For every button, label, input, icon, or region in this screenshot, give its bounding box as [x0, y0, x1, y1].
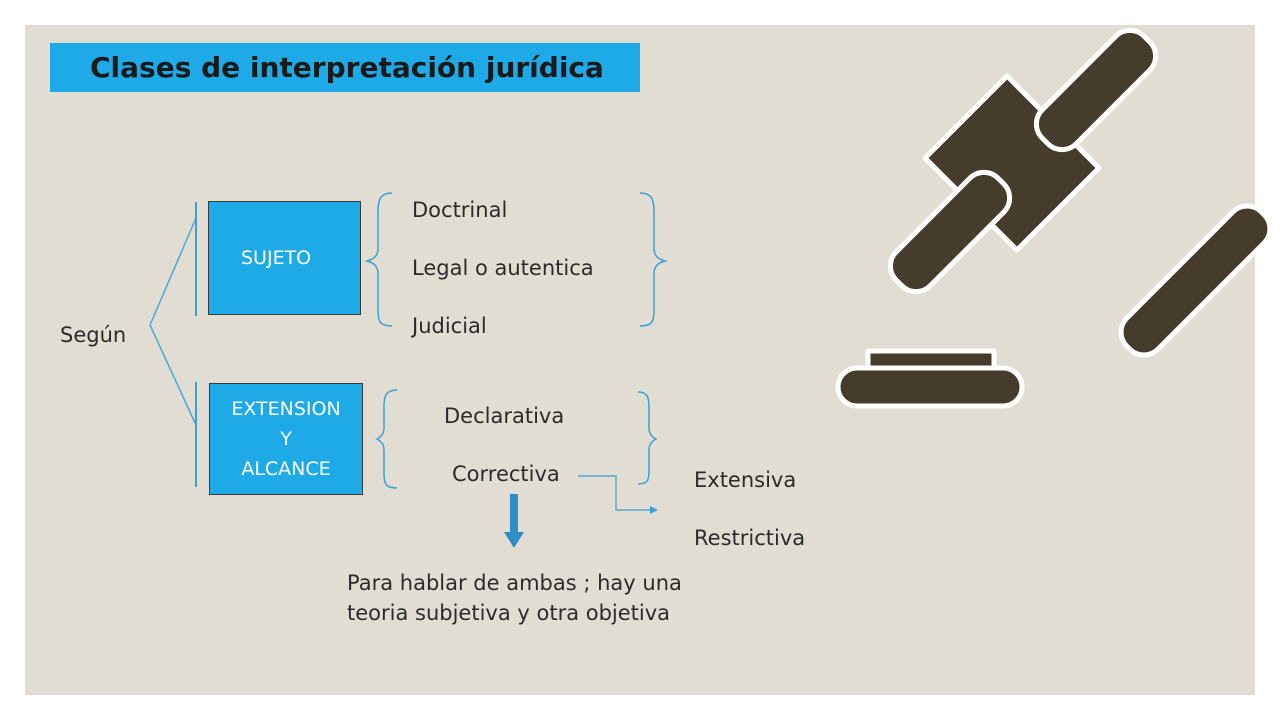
gavel-cap-lower — [887, 169, 1013, 295]
sujeto-right-brace — [639, 192, 668, 327]
extension-box-line: ALCANCE — [241, 458, 331, 480]
item-declarativa: Declarativa — [444, 404, 565, 428]
item-judicial: Judicial — [412, 314, 487, 338]
correctiva-connector — [578, 475, 650, 511]
connector-arrowhead — [650, 506, 658, 514]
down-arrow-shaft — [510, 494, 518, 532]
gavel-base-plate — [835, 365, 1025, 409]
item-doctrinal: Doctrinal — [412, 198, 508, 222]
gavel-handle — [1118, 203, 1273, 358]
extension-right-brace — [637, 391, 658, 485]
branch-extensiva: Extensiva — [694, 468, 797, 492]
gavel-cap-upper — [1033, 27, 1159, 153]
extension-box-line: Y — [280, 428, 292, 450]
fork-line-upper — [149, 217, 197, 326]
extension-left-brace — [375, 389, 398, 489]
slide-title: Clases de interpretación jurídica — [90, 51, 604, 84]
note-line-2: teoria subjetiva y otra objetiva — [347, 601, 671, 625]
branch-restrictiva: Restrictiva — [694, 526, 806, 550]
note-line-1: Para hablar de ambas ; hay una — [347, 571, 682, 595]
extension-box: EXTENSION Y ALCANCE — [209, 383, 363, 495]
root-label-segun: Según — [60, 323, 127, 347]
item-legal: Legal o autentica — [412, 256, 594, 280]
sujeto-left-brace — [364, 192, 393, 327]
down-arrow-head — [504, 532, 524, 548]
extension-box-line: EXTENSION — [231, 398, 341, 420]
item-correctiva: Correctiva — [452, 462, 560, 486]
sujeto-box: SUJETO — [208, 201, 361, 315]
title-bar — [50, 43, 640, 92]
sujeto-box-label: SUJETO — [241, 247, 312, 269]
fork-line-lower — [149, 324, 197, 426]
